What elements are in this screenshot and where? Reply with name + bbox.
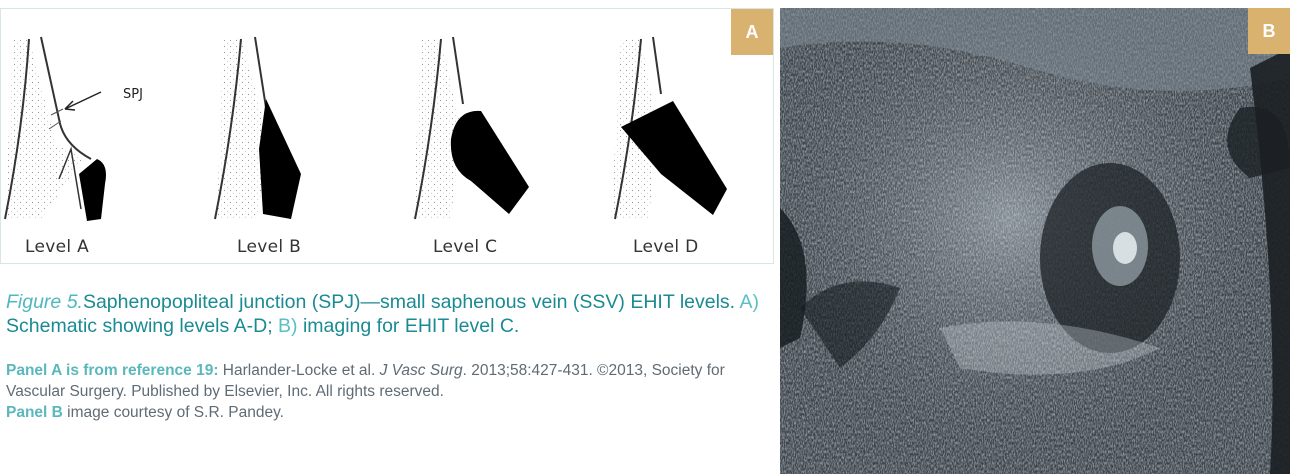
figure-label: Figure 5. xyxy=(6,291,83,313)
ultrasound-image xyxy=(780,8,1290,474)
panel-b-badge: B xyxy=(1248,8,1290,54)
level-d-label: Level D xyxy=(633,237,698,257)
reference-label: Panel A is from reference 19: xyxy=(6,362,219,379)
figure-caption-notes: Panel A is from reference 19: Harlander-… xyxy=(6,360,776,423)
caption-title-part2: Schematic showing levels A-D; xyxy=(6,315,278,337)
spj-label: SPJ xyxy=(123,87,143,102)
panel-b-credit-text: image courtesy of S.R. Pandey. xyxy=(63,404,284,421)
ehit-schematic-drawing xyxy=(1,9,775,265)
reference-text-1: Harlander-Locke et al. xyxy=(219,362,380,379)
level-b-diagram xyxy=(215,37,301,219)
caption-title-part1: Saphenopopliteal junction (SPJ)—small sa… xyxy=(83,291,739,313)
panel-b-ultrasound-image: B xyxy=(780,8,1290,474)
reference-journal: J Vasc Surg xyxy=(380,362,463,379)
figure-caption-title: Figure 5.Saphenopopliteal junction (SPJ)… xyxy=(6,290,776,338)
panel-a-schematic: SPJ Level A Level B Level C Level D A xyxy=(0,8,774,264)
level-c-diagram xyxy=(413,37,529,219)
panel-a-badge: A xyxy=(731,9,773,55)
caption-title-part3: imaging for EHIT level C. xyxy=(298,315,520,337)
level-a-label: Level A xyxy=(25,237,89,257)
level-b-label: Level B xyxy=(237,237,301,257)
panel-b-credit-label: Panel B xyxy=(6,404,63,421)
level-d-diagram xyxy=(611,37,727,219)
caption-b-label: B) xyxy=(278,315,298,337)
level-a-diagram xyxy=(5,37,106,221)
spj-arrow xyxy=(65,92,101,109)
level-c-label: Level C xyxy=(433,237,497,257)
caption-a-label: A) xyxy=(739,291,759,313)
